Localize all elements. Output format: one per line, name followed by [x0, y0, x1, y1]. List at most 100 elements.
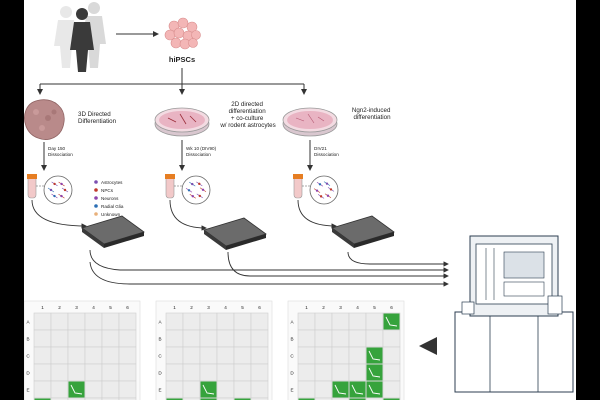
plate-well: [50, 380, 69, 399]
plate-well: [33, 346, 52, 365]
plate-well: [314, 329, 333, 348]
well-trace-icon: [385, 316, 398, 327]
branch-1-title: 3D Directed Differentiation: [78, 111, 117, 125]
plate-well: [348, 329, 367, 348]
branch-1-timepoint: Day 150 Dissociation: [48, 146, 73, 157]
microwell-chip-icon: [331, 215, 395, 248]
plate-well: [182, 346, 201, 365]
tube-cap-icon: [27, 174, 37, 179]
plate-well: [33, 363, 52, 382]
dissociation-icons: [27, 174, 339, 205]
arrow-to-chip: [31, 199, 87, 229]
well-plate-3: 123456ABCDEF: [287, 300, 405, 400]
plate-well: [199, 363, 218, 382]
plate-well: [33, 329, 52, 348]
tube-icon: [293, 175, 303, 199]
plate-well: [233, 329, 252, 348]
filled-well: [349, 381, 366, 398]
plate-well: [101, 363, 120, 382]
plate-well: [182, 312, 201, 331]
plate-column-label: 5: [241, 305, 244, 310]
branch-connector: [37, 68, 307, 95]
plate-column-label: 1: [41, 305, 44, 310]
plate-well: [67, 346, 86, 365]
filled-well: [200, 381, 217, 398]
plate-row-label: D: [158, 371, 162, 376]
plate-well: [365, 397, 384, 400]
plate-well: [165, 363, 184, 382]
dissociation-group-1: [27, 174, 73, 205]
plate-column-label: 3: [339, 305, 342, 310]
cell-suspension-icon: [43, 175, 73, 205]
plate-well: [182, 363, 201, 382]
well-trace-icon: [368, 367, 381, 378]
ipsc-cluster-icon: [164, 17, 201, 50]
plate-column-label: 4: [92, 305, 95, 310]
plate-column-label: 3: [75, 305, 78, 310]
plate-column-label: 2: [58, 305, 61, 310]
plate-well: [331, 346, 350, 365]
plate-well: [182, 380, 201, 399]
plate-well: [216, 380, 235, 399]
plate-column-label: 1: [305, 305, 308, 310]
plate-row-label: E: [158, 388, 161, 393]
well-plate-2: 123456ABCDEF: [155, 300, 273, 400]
filled-well: [366, 347, 383, 364]
plate-column-label: 1: [173, 305, 176, 310]
plate-well: [382, 380, 401, 399]
plate-well: [331, 363, 350, 382]
plate-column-label: 6: [390, 305, 393, 310]
plate-well: [382, 346, 401, 365]
legend-marker: [94, 212, 98, 216]
filled-well: [298, 398, 315, 400]
plate-well: [182, 329, 201, 348]
microwell-chip-icon: [203, 217, 267, 250]
well-trace-icon: [202, 384, 215, 395]
plate-well: [348, 312, 367, 331]
plate-row-label: C: [26, 354, 30, 359]
legend-label: Radial Glia: [101, 204, 124, 209]
dissociation-group-3: [293, 174, 339, 205]
plate-well: [199, 312, 218, 331]
plate-column-label: 3: [207, 305, 210, 310]
figure-panel: hiPSCs 3D Directed Differentiation: [24, 0, 576, 400]
legend-label: Neurons: [101, 196, 119, 201]
plate-well: [165, 346, 184, 365]
plate-well: [118, 397, 137, 400]
legend-label: Astrocytes: [101, 180, 123, 185]
legend-marker: [94, 180, 98, 184]
plate-well: [365, 312, 384, 331]
branch-3-title: Ngn2-induced differentiation: [352, 107, 392, 121]
filled-well: [166, 398, 183, 400]
plate-row-label: E: [290, 388, 293, 393]
plate-well: [382, 329, 401, 348]
plate-column-label: 4: [224, 305, 227, 310]
plate-well: [233, 380, 252, 399]
plate-well: [314, 346, 333, 365]
plate-well: [250, 397, 269, 400]
plate-row-label: B: [290, 337, 293, 342]
cell-suspension-icon: [309, 175, 339, 205]
plate-well: [101, 312, 120, 331]
plate-well: [182, 397, 201, 400]
plate-well: [297, 346, 316, 365]
legend-label: Unknown: [101, 212, 121, 217]
plate-row-label: C: [158, 354, 162, 359]
dish-coculture-icon: [154, 107, 210, 137]
plate-well: [101, 397, 120, 400]
ipsc-label: hiPSCs: [169, 55, 195, 64]
workflow-diagram: hiPSCs 3D Directed Differentiation: [24, 2, 574, 400]
tube-cap-icon: [165, 174, 175, 179]
well-trace-icon: [334, 384, 347, 395]
well-trace-icon: [368, 350, 381, 361]
plate-well: [250, 329, 269, 348]
filled-well: [349, 398, 366, 400]
microwell-chips: [31, 199, 395, 250]
plate-well: [165, 380, 184, 399]
plate-well: [199, 346, 218, 365]
plate-well: [314, 397, 333, 400]
plate-row-label: B: [158, 337, 161, 342]
plate-well: [233, 346, 252, 365]
